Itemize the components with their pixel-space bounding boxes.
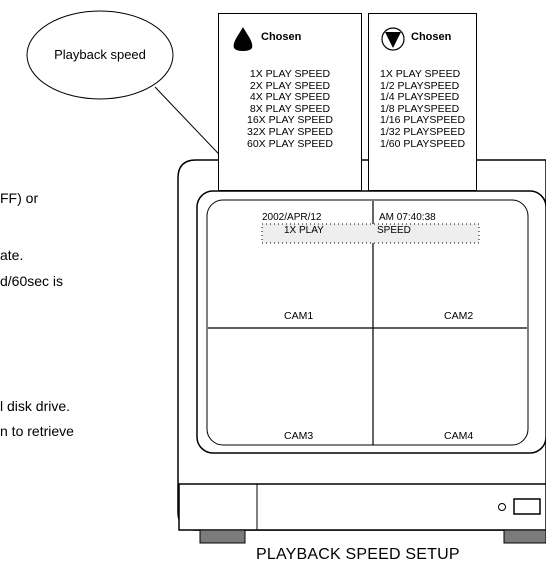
monitor-screen — [206, 199, 529, 446]
osd-speed-box — [261, 223, 480, 244]
slow-speed-item: 1/8 PLAYSPEED — [380, 102, 460, 115]
figure-caption: PLAYBACK SPEED SETUP — [256, 546, 460, 563]
osd-play: 1X PLAY — [284, 225, 324, 236]
slow-speed-item: 1/2 PLAYSPEED — [380, 79, 460, 92]
body-text-line-1: FF) or — [0, 190, 39, 206]
fast-speed-item: 2X PLAY SPEED — [249, 79, 331, 92]
slow-speed-item: 1/16 PLAYSPEED — [380, 114, 466, 127]
slow-speed-panel-header: Chosen — [381, 26, 451, 55]
slow-speed-item: 1/4 PLAYSPEED — [380, 91, 460, 104]
power-button — [513, 498, 541, 515]
fast-speed-item: 60X PLAY SPEED — [247, 137, 333, 150]
fast-speed-item: 32X PLAY SPEED — [247, 125, 333, 138]
fast-speed-panel-title: Chosen — [261, 31, 302, 43]
fast-speed-panel: Chosen 1X PLAY SPEED 2X PLAY SPEED 4X PL… — [218, 13, 362, 191]
fast-speed-item: 16X PLAY SPEED — [247, 114, 333, 127]
monitor-foot-right — [503, 529, 546, 544]
fast-speed-item: 4X PLAY SPEED — [249, 91, 331, 104]
slow-speed-panel-title: Chosen — [411, 31, 452, 43]
body-text-line-5: n to retrieve — [0, 423, 74, 439]
monitor-control-panel — [178, 483, 546, 531]
power-led-icon — [498, 503, 506, 511]
up-triangle-icon — [233, 27, 253, 51]
cam-label-4: CAM4 — [444, 430, 474, 442]
down-triangle-icon — [381, 27, 405, 51]
osd-speed: SPEED — [377, 225, 411, 236]
slow-speed-item: 1X PLAY SPEED — [380, 68, 461, 80]
body-text-line-3: d/60sec is — [0, 273, 64, 289]
cam-label-2: CAM2 — [444, 310, 474, 322]
fast-speed-item: 8X PLAY SPEED — [249, 102, 331, 115]
slow-speed-item: 1/60 PLAYSPEED — [380, 137, 466, 150]
callout-ellipse — [26, 10, 174, 100]
body-text-line-2: ate. — [0, 247, 24, 263]
fast-speed-list: 1X PLAY SPEED 2X PLAY SPEED 4X PLAY SPEE… — [219, 68, 361, 150]
slow-speed-list: 1X PLAY SPEED 1/2 PLAYSPEED 1/4 PLAYSPEE… — [380, 68, 466, 150]
slow-speed-item: 1/32 PLAYSPEED — [380, 125, 466, 138]
cam-label-1: CAM1 — [284, 310, 314, 322]
slow-speed-panel: Chosen 1X PLAY SPEED 1/2 PLAYSPEED 1/4 P… — [368, 13, 477, 191]
osd-date: 2002/APR/12 — [262, 212, 322, 223]
monitor-foot-left — [199, 529, 246, 544]
body-text-line-4: l disk drive. — [0, 398, 71, 414]
callout-label: Playback speed — [54, 47, 146, 62]
osd-time: AM 07:40:38 — [379, 212, 436, 223]
fast-speed-item: 1X PLAY SPEED — [249, 68, 331, 80]
fast-speed-panel-header: Chosen — [231, 26, 301, 55]
cam-label-3: CAM3 — [284, 430, 314, 442]
